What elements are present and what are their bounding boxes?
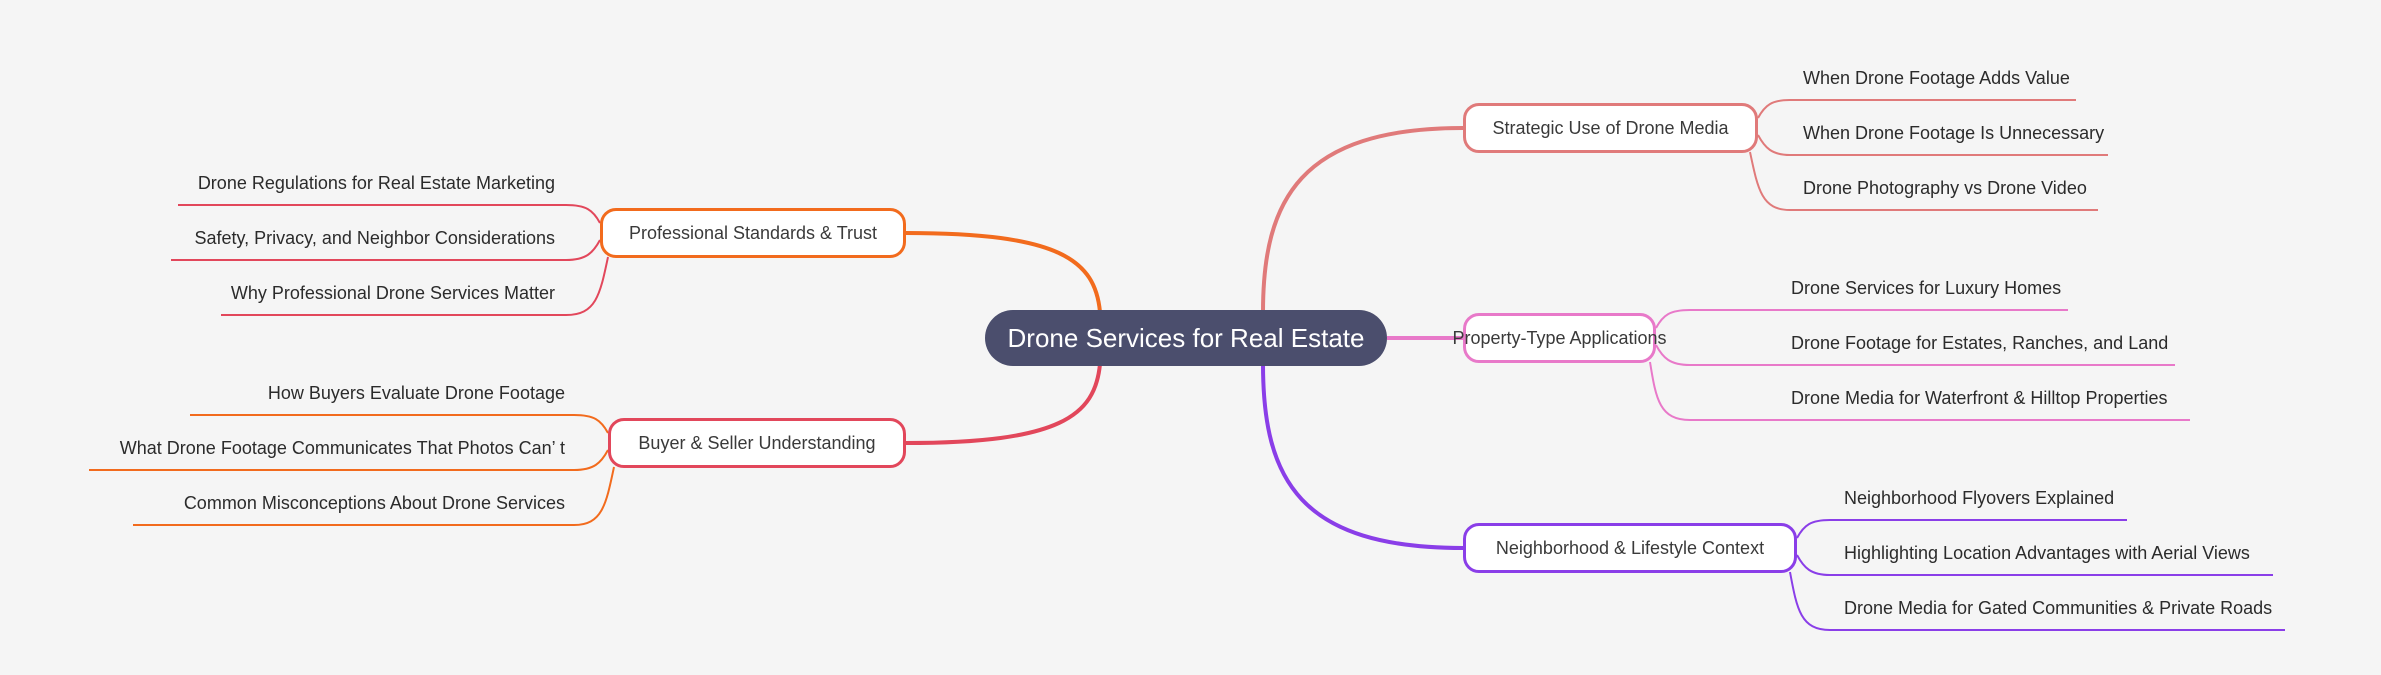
branch-label: Professional Standards & Trust (628, 222, 878, 243)
root-node[interactable]: Drone Services for Real Estate (985, 310, 1387, 366)
leaf-node[interactable]: When Drone Footage Is Unnecessary (1803, 123, 2105, 143)
leaf-node[interactable]: Highlighting Location Advantages with Ae… (1844, 543, 2250, 563)
leaf-node[interactable]: Drone Regulations for Real Estate Market… (197, 173, 555, 193)
leaf-node[interactable]: Drone Photography vs Drone Video (1803, 178, 2087, 198)
leaf-node[interactable]: What Drone Footage Communicates That Pho… (119, 438, 565, 458)
leaf-node[interactable]: Why Professional Drone Services Matter (230, 283, 555, 303)
root-label: Drone Services for Real Estate (1007, 322, 1365, 353)
leaf-node[interactable]: Drone Footage for Estates, Ranches, and … (1791, 333, 2169, 353)
leaf-node[interactable]: How Buyers Evaluate Drone Footage (267, 383, 565, 403)
branch-label: Neighborhood & Lifestyle Context (1495, 537, 1765, 558)
leaf-node[interactable]: Drone Media for Waterfront & Hilltop Pro… (1791, 388, 2168, 408)
leaf-node[interactable]: Drone Media for Gated Communities & Priv… (1844, 598, 2273, 618)
branch-label: Buyer & Seller Understanding (638, 432, 876, 453)
leaf-node[interactable]: Safety, Privacy, and Neighbor Considerat… (194, 228, 555, 248)
leaf-node[interactable]: Drone Services for Luxury Homes (1791, 278, 2062, 298)
branch-label: Strategic Use of Drone Media (1492, 117, 1729, 138)
leaf-node[interactable]: When Drone Footage Adds Value (1803, 68, 2070, 88)
branch-property-type[interactable]: Property-Type Applications (1452, 313, 1667, 363)
leaf-node[interactable]: Common Misconceptions About Drone Servic… (183, 493, 565, 513)
branch-neighborhood[interactable]: Neighborhood & Lifestyle Context (1463, 523, 1797, 573)
branch-buyer-seller[interactable]: Buyer & Seller Understanding (608, 418, 906, 468)
leaf-node[interactable]: Neighborhood Flyovers Explained (1844, 488, 2115, 508)
branch-professional-standards[interactable]: Professional Standards & Trust (600, 208, 906, 258)
branch-strategic-use[interactable]: Strategic Use of Drone Media (1463, 103, 1758, 153)
branch-label: Property-Type Applications (1452, 327, 1667, 348)
